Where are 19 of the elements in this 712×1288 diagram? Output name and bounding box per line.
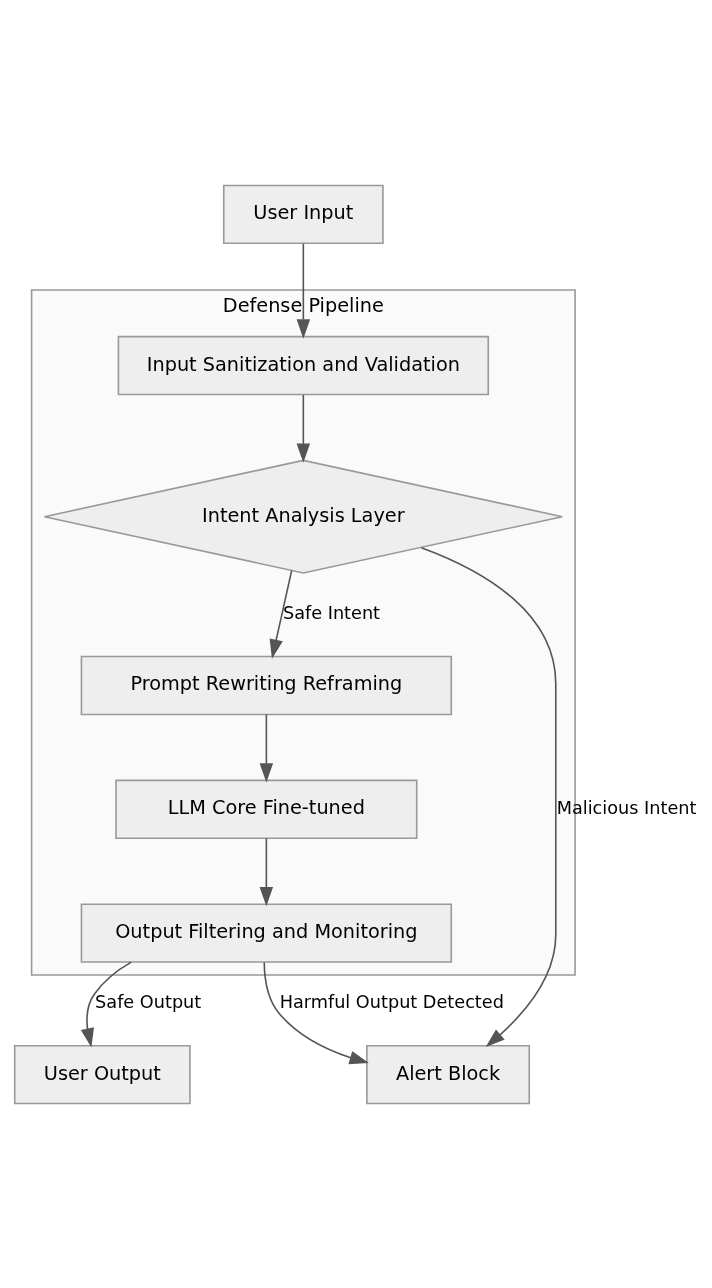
arrow: [259, 713, 274, 782]
arrow: [296, 242, 311, 339]
node-box: Alert Block: [366, 1044, 531, 1104]
arrow: [296, 393, 311, 463]
arrow: [263, 961, 369, 1064]
node-diamond: Intent Analysis Layer: [43, 459, 564, 574]
node-box: User Input: [222, 184, 384, 244]
edge-label: Safe Output: [95, 991, 202, 1012]
node-box: User Output: [13, 1044, 191, 1104]
node-box: Output Filtering and Monitoring: [80, 902, 453, 963]
arrow: [269, 569, 293, 659]
arrow: [420, 546, 557, 1047]
node-box: LLM Core Fine-tuned: [115, 779, 418, 839]
node-box: Prompt Rewriting Reframing: [80, 655, 453, 715]
arrow: [259, 837, 274, 906]
node-box: Input Sanitization and Validation: [117, 335, 490, 395]
edge-label: Safe Intent: [282, 602, 381, 623]
arrow: [80, 960, 133, 1047]
edge-label: Harmful Output Detected: [279, 991, 504, 1012]
